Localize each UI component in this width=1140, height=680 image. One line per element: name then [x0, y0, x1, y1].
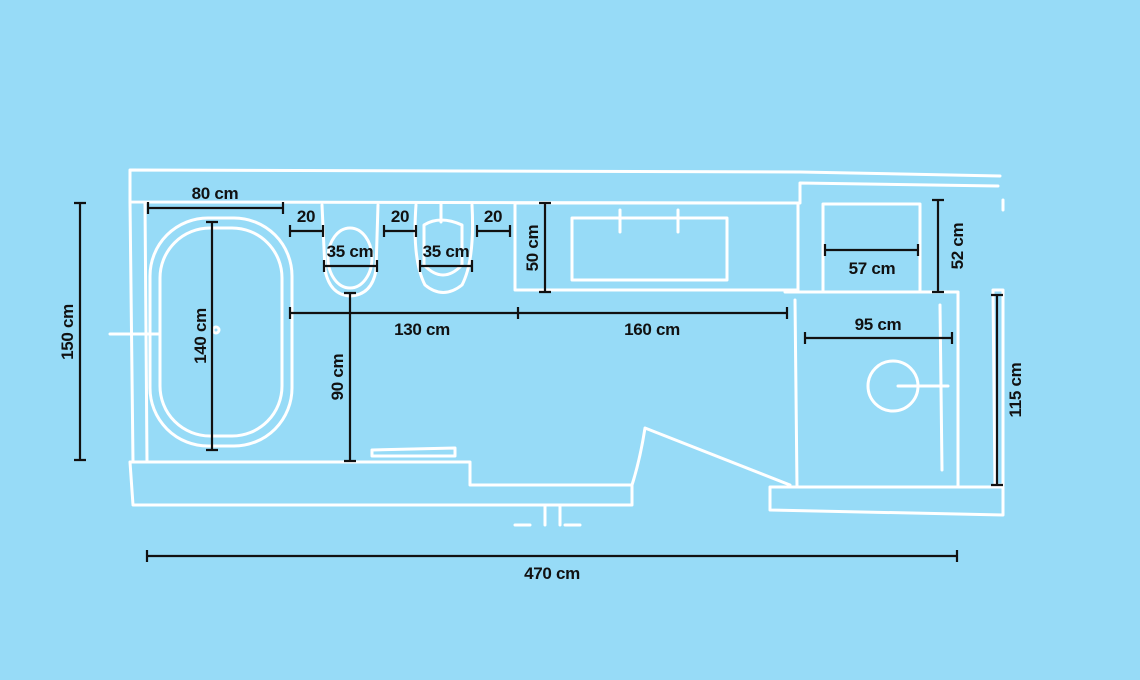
label-clearance: 90 cm [328, 353, 347, 400]
step [370, 446, 457, 458]
label-gap-1: 20 [297, 207, 315, 226]
label-bathtub-length: 140 cm [191, 308, 210, 364]
bathtub-inner [158, 226, 284, 438]
label-vanity-depth: 50 cm [523, 224, 542, 271]
dimension-lines [74, 198, 1003, 562]
label-room-width: 150 cm [58, 304, 77, 360]
vanity-counter [513, 201, 800, 292]
closet [821, 202, 922, 294]
label-span-2: 160 cm [624, 320, 680, 339]
label-shower-depth: 115 cm [1006, 362, 1025, 417]
label-bidet-width: 35 cm [423, 242, 470, 261]
faucets [618, 208, 680, 234]
door-jamb-marks [513, 503, 582, 527]
double-sink [570, 216, 729, 282]
bidet [413, 203, 475, 294]
label-span-1: 130 cm [394, 320, 450, 339]
label-closet-depth: 52 cm [948, 222, 967, 269]
label-gap-3: 20 [484, 207, 502, 226]
bathtub-drain [211, 325, 221, 335]
tap [108, 323, 162, 345]
label-bathtub-width: 80 cm [192, 184, 239, 203]
top-wall [128, 168, 1002, 205]
bottom-wall-right [768, 485, 1005, 517]
walls [108, 168, 1005, 527]
label-shower-width: 95 cm [855, 315, 902, 334]
label-total-length: 470 cm [524, 564, 580, 583]
dimension-labels: 80 cm 140 cm 150 cm 20 20 20 35 cm 35 cm… [58, 184, 1025, 583]
door-swing [630, 426, 792, 487]
fixtures [148, 201, 960, 489]
label-gap-2: 20 [391, 207, 409, 226]
label-toilet-width: 35 cm [327, 242, 374, 261]
bottom-wall-left [128, 460, 634, 507]
toilet-seat [326, 226, 374, 290]
label-closet-width: 57 cm [849, 259, 896, 278]
bathtub-outer [148, 216, 294, 448]
bidet-bowl [422, 201, 464, 277]
left-wall [128, 200, 149, 464]
